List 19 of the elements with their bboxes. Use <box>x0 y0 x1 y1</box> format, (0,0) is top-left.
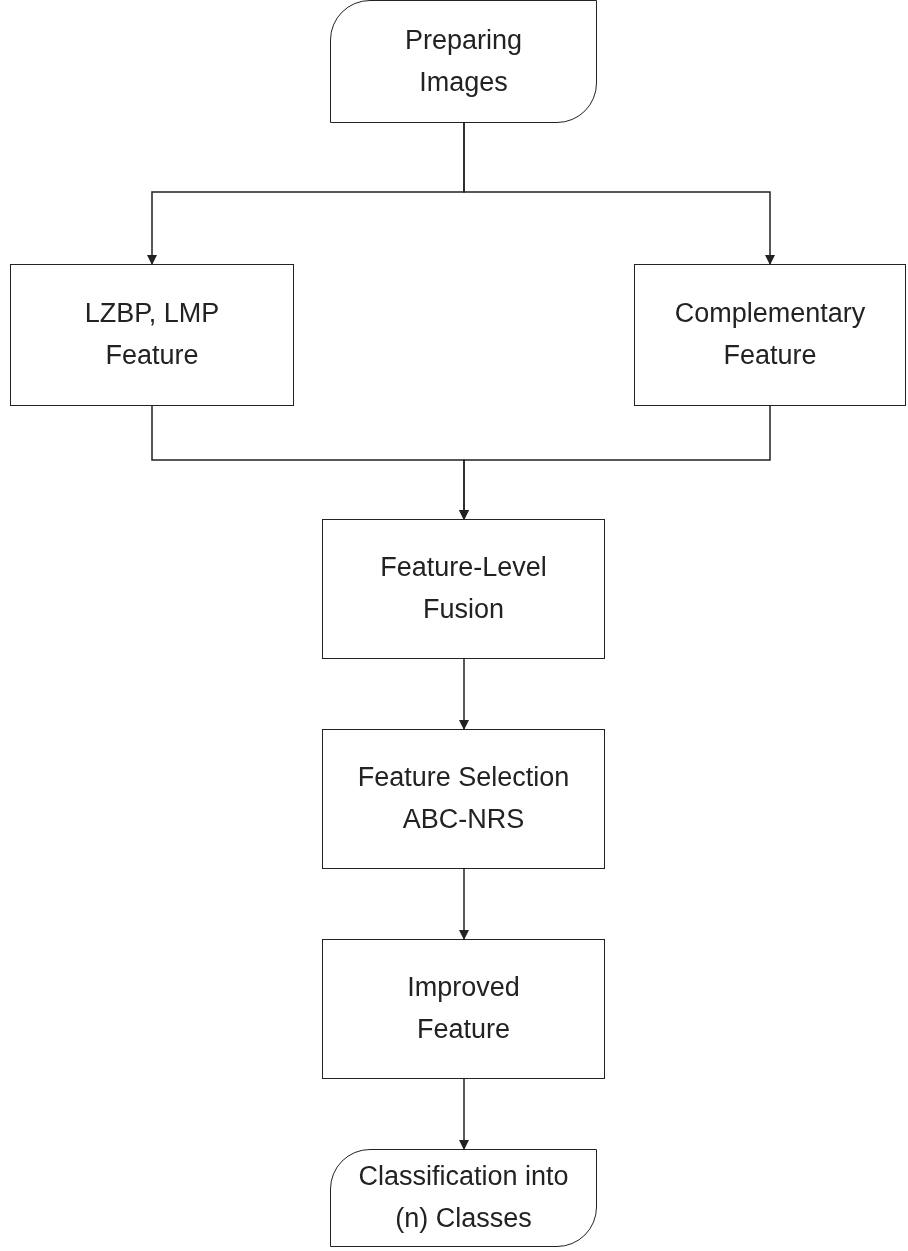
process-box <box>634 264 906 406</box>
process-box <box>322 729 605 869</box>
arrow <box>459 405 771 520</box>
node-label: Classification into (n) Classes <box>357 1160 570 1235</box>
arrow <box>459 1078 469 1150</box>
terminal-box <box>330 0 597 123</box>
node-label: Complementary Feature <box>673 297 867 372</box>
arrow <box>463 122 775 265</box>
node-label: Preparing Images <box>403 23 524 99</box>
node-label: Improved Feature <box>406 971 521 1046</box>
terminal-box <box>330 1149 597 1247</box>
arrow <box>459 868 469 940</box>
arrow <box>459 658 469 730</box>
process-box <box>322 939 605 1079</box>
process-box <box>10 264 294 406</box>
node-label: Feature-Level Fusion <box>379 551 548 626</box>
node-label: LZBP, LMP Feature <box>83 297 221 372</box>
process-box <box>322 519 605 659</box>
node-label: Feature Selection ABC-NRS <box>356 761 571 836</box>
